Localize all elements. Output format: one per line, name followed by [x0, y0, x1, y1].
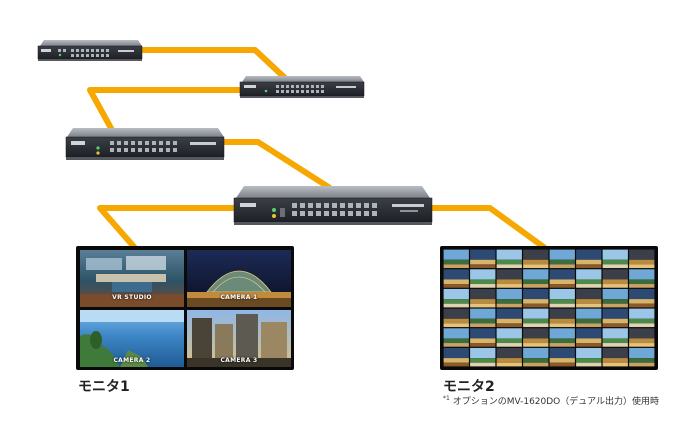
cable-device4-monitor1: [97, 205, 236, 250]
monitor2-thumbnail: [576, 308, 602, 328]
monitor2-thumbnail: [470, 308, 496, 328]
monitor1-tile-studio: [80, 250, 184, 307]
monitor1-tile-label-4: CAMERA 3: [220, 357, 258, 364]
monitor2-thumbnail: [523, 347, 549, 367]
monitor2-thumbnail: [523, 308, 549, 328]
monitor2-thumbnail: [470, 249, 496, 269]
monitor2-thumbnail: [549, 249, 575, 269]
monitor2-thumbnail: [549, 308, 575, 328]
monitor2-thumbnail: [602, 328, 628, 347]
monitor2-thumbnail: [576, 328, 602, 347]
monitor2-thumbnail: [629, 347, 655, 367]
multiviewer-unit-3: [65, 128, 225, 160]
monitor2-tile-grid: [443, 249, 655, 367]
monitor2-thumbnail: [470, 347, 496, 367]
monitor1-tile-label-2: CAMERA 1: [220, 294, 258, 301]
monitor2-thumbnail: [523, 269, 549, 288]
monitor2-thumbnail: [629, 249, 655, 269]
monitor2-thumbnail: [443, 328, 469, 347]
monitor2-thumbnail: [629, 328, 655, 347]
monitor2-thumbnail: [629, 308, 655, 328]
monitor-1: [76, 246, 294, 370]
monitor2-thumbnail: [523, 328, 549, 347]
monitor2-thumbnail: [470, 288, 496, 308]
monitor2-thumbnail: [602, 288, 628, 308]
monitor2-thumbnail: [602, 347, 628, 367]
footnote-mark: *1: [443, 395, 450, 402]
multiviewer-unit-2: [239, 76, 365, 98]
monitor2-thumbnail: [496, 347, 522, 367]
footnote-text: オプションのMV-1620DO（デュアル出力）使用時: [452, 397, 659, 407]
monitor2-thumbnail: [576, 249, 602, 269]
monitor2-thumbnail: [496, 269, 522, 288]
monitor2-thumbnail: [549, 288, 575, 308]
cable-device2-device3: [87, 87, 250, 132]
monitor2-thumbnail: [602, 308, 628, 328]
monitor2-thumbnail: [549, 347, 575, 367]
monitor2-thumbnail: [576, 347, 602, 367]
monitor1-tile-city: [187, 310, 291, 367]
monitor2-thumbnail: [443, 249, 469, 269]
cable-device4-monitor2: [428, 205, 547, 251]
monitor1-tile-coast: [80, 310, 184, 367]
monitor1-tile-dome: [187, 250, 291, 307]
cable-lines: [87, 47, 547, 251]
monitor2-thumbnail: [523, 249, 549, 269]
monitor2-thumbnail: [443, 347, 469, 367]
monitor-2: [440, 246, 658, 370]
monitor1-title: モニタ1: [78, 379, 130, 395]
monitor2-thumbnail: [496, 288, 522, 308]
monitor1-tile-label-3: CAMERA 2: [113, 357, 151, 364]
monitor2-thumbnail: [523, 288, 549, 308]
monitor2-thumbnail: [470, 328, 496, 347]
monitor2-thumbnail: [576, 288, 602, 308]
monitor2-thumbnail: [496, 249, 522, 269]
monitor2-thumbnail: [470, 269, 496, 288]
monitor2-thumbnail: [549, 328, 575, 347]
multiviewer-unit-4: [233, 186, 433, 225]
monitor2-thumbnail: [443, 288, 469, 308]
monitor2-footnote: *1 オプションのMV-1620DO（デュアル出力）使用時: [443, 394, 659, 407]
monitor2-thumbnail: [629, 269, 655, 288]
monitor2-thumbnail: [602, 249, 628, 269]
monitor2-thumbnail: [496, 308, 522, 328]
monitor2-title: モニタ2: [443, 379, 495, 395]
monitor2-thumbnail: [549, 269, 575, 288]
multiviewer-unit-1: [37, 40, 143, 61]
cable-device3-device4: [222, 139, 332, 191]
monitor1-tile-label-1: VR STUDIO: [112, 294, 152, 301]
cable-device1-device2: [135, 47, 288, 81]
monitor2-thumbnail: [576, 269, 602, 288]
monitor2-thumbnail: [496, 328, 522, 347]
monitor2-thumbnail: [602, 269, 628, 288]
monitor2-thumbnail: [443, 308, 469, 328]
monitor2-thumbnail: [443, 269, 469, 288]
monitor2-thumbnail: [629, 288, 655, 308]
